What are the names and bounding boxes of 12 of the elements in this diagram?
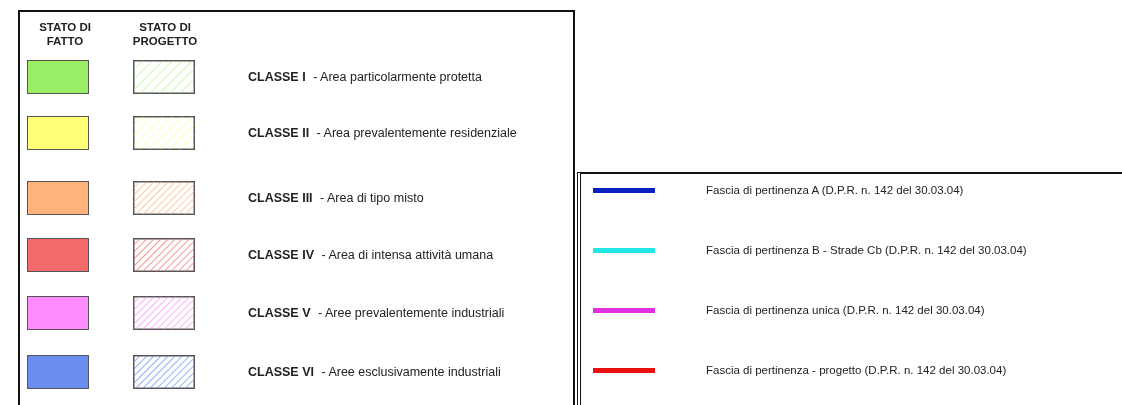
legend-label: Fascia di pertinenza A (D.P.R. n. 142 del 30.03.04) [706, 184, 964, 196]
column-header: STATO DI FATTO [38, 20, 92, 48]
legend-label: CLASSE II - Area prevalentemente residenziale [248, 126, 517, 140]
legend-label: CLASSE VI - Aree esclusivamente industriali [248, 365, 501, 379]
legend-label: Fascia di pertinenza - progetto (D.P.R. n. 142 del 30.03.04) [706, 364, 1007, 376]
legend-label: Fascia di pertinenza unica (D.P.R. n. 142 del 30.03.04) [706, 304, 985, 316]
legend-label: CLASSE V - Aree prevalentemente industriali [248, 306, 505, 320]
legend-label: CLASSE III - Area di tipo misto [248, 191, 424, 205]
legend-label: Fascia di pertinenza B - Strade Cb (D.P.R. n. 142 del 30.03.04) [706, 244, 1027, 256]
legend-label: CLASSE IV - Area di intensa attività umana [248, 248, 494, 262]
column-header: STATO DI PROGETTO [131, 20, 199, 48]
legend-label: CLASSE I - Area particolarmente protetta [248, 70, 482, 84]
